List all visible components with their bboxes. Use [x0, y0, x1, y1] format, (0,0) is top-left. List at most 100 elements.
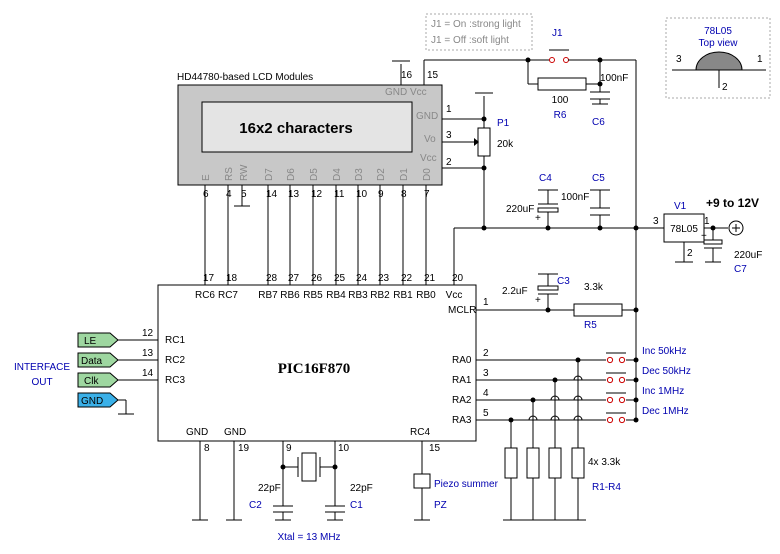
pic-top-label-rb1: RB1 [393, 290, 413, 301]
interface-tag-le[interactable]: LE [77, 332, 119, 348]
c3-value: 2.2uF [502, 286, 528, 297]
pic-bottom-label-rc4: RC4 [410, 427, 430, 438]
pic-pin-label-ra2: RA2 [452, 395, 472, 406]
c7-value: 220uF [734, 250, 762, 261]
lcd-bottom-pin-13: 13 [288, 189, 300, 200]
lcd-pin-3: 3 [446, 130, 452, 141]
jumper-note-line1: J1 = On :strong light [431, 19, 521, 30]
inset-pin-2: 2 [722, 82, 728, 93]
pulldown-resistor-2 [548, 447, 562, 479]
jumper-note-box [425, 13, 533, 51]
pic-chip [157, 284, 477, 442]
pic-top-num-17: 17 [203, 273, 215, 284]
pic-top-num-22: 22 [401, 273, 413, 284]
pic-pin-num-12: 12 [142, 328, 154, 339]
lcd-label-d7: D7 [264, 168, 275, 181]
c4-value: 220uF [506, 204, 534, 215]
v1-pin-1: 1 [704, 216, 710, 227]
lcd-pin-1: 1 [446, 104, 452, 115]
pic-pin-label-rc1: RC1 [165, 335, 185, 346]
c3-name: C3 [557, 276, 570, 287]
interface-tag-gnd[interactable]: GND [77, 392, 119, 408]
lcd-bottom-pin-11: 11 [334, 189, 345, 200]
c1-value: 22pF [350, 483, 373, 494]
r5-value: 3.3k [584, 282, 604, 293]
lcd-bottom-pin-10: 10 [356, 189, 368, 200]
c6-name: C6 [592, 117, 605, 128]
jumper-note-line2: J1 = Off :soft light [431, 35, 509, 46]
pz-name: PZ [434, 500, 447, 511]
pic-top-num-26: 26 [311, 273, 323, 284]
c2-name: C2 [249, 500, 262, 511]
pulldown-resistors [503, 360, 586, 521]
crystal [301, 452, 317, 482]
c6-value: 100nF [600, 73, 628, 84]
lcd-label-vo: Vo [424, 134, 436, 145]
lcd-label-rw: RW [239, 164, 250, 181]
r-array-value: 4x 3.3k [588, 457, 621, 468]
interface-tag-le-label: LE [84, 336, 97, 347]
pulldown-resistor-1 [571, 447, 585, 479]
lcd-label-rs: RS [224, 167, 235, 181]
pic-bottom-num-19: 19 [238, 443, 250, 454]
lcd-title: HD44780-based LCD Modules [177, 72, 313, 83]
r5-name: R5 [584, 320, 597, 331]
pic-top-label-rb4: RB4 [326, 290, 346, 301]
interface-tag-clk[interactable]: Clk [77, 372, 119, 388]
v1-pin-3: 3 [653, 216, 659, 227]
j1-name: J1 [552, 28, 563, 39]
r6-value: 100 [552, 95, 569, 106]
pic-top-label-rb2: RB2 [370, 290, 390, 301]
switch-label-inc-50khz: Inc 50kHz [642, 346, 686, 357]
lcd-bottom-pin-4: 4 [226, 189, 232, 200]
lcd-pic-wires [204, 185, 427, 285]
lcd-label-d3: D3 [354, 168, 365, 181]
v1-name: V1 [674, 201, 687, 212]
piezo-label: Piezo summer [434, 479, 499, 490]
pic-pin-num-1: 1 [483, 297, 489, 308]
lcd-bottom-pin-9: 9 [378, 189, 384, 200]
c3-plus: + [535, 295, 541, 306]
pic-bottom-num-9: 9 [286, 443, 292, 454]
pulldown-resistor-3 [526, 447, 540, 479]
piezo-icon [413, 473, 431, 489]
pic-top-num-18: 18 [226, 273, 238, 284]
switch-label-dec-1mhz: Dec 1MHz [642, 406, 689, 417]
lcd-pin-2: 2 [446, 157, 452, 168]
pic-top-label-rb6: RB6 [280, 290, 300, 301]
lcd-bottom-pin-6: 6 [203, 189, 209, 200]
pic-name: PIC16F870 [278, 361, 351, 377]
lcd-bottom-pin-7: 7 [424, 189, 430, 200]
r-array-name: R1-R4 [592, 482, 621, 493]
inset-view: Top view [699, 38, 739, 49]
lcd-screen [201, 101, 413, 153]
switches [606, 352, 639, 424]
c4-name: C4 [539, 173, 552, 184]
ra-wires [476, 357, 606, 423]
interface-tag-data-label: Data [81, 356, 103, 367]
pic-top-num-20: 20 [452, 273, 464, 284]
pic-pin-num-4: 4 [483, 388, 489, 399]
pic-top-num-28: 28 [266, 273, 278, 284]
lcd-bottom-pin-14: 14 [266, 189, 278, 200]
pic-top-num-27: 27 [288, 273, 300, 284]
lcd-display-text: 16x2 characters [239, 120, 352, 137]
pic-top-label-rb7: RB7 [258, 290, 278, 301]
pic-top-label-rc7: RC7 [218, 290, 238, 301]
pic-top-num-23: 23 [378, 273, 390, 284]
supply-label: +9 to 12V [706, 196, 759, 210]
pic-pin-num-13: 13 [142, 348, 154, 359]
pic-pin-num-14: 14 [142, 368, 154, 379]
lcd-label-d5: D5 [309, 168, 320, 181]
c7-name: C7 [734, 264, 747, 275]
pic-top-label-rb5: RB5 [303, 290, 323, 301]
lcd-label-d2: D2 [376, 168, 387, 181]
switch-label-inc-1mhz: Inc 1MHz [642, 386, 684, 397]
interface-tag-data[interactable]: Data [77, 352, 119, 368]
pic-bottom-label-gnd2: GND [224, 427, 246, 438]
interface-title-line1: INTERFACE [14, 362, 70, 373]
v1-pin-2: 2 [687, 248, 693, 259]
lcd-label-gnd: GND [416, 111, 438, 122]
pic-top-label-rb0: RB0 [416, 290, 436, 301]
